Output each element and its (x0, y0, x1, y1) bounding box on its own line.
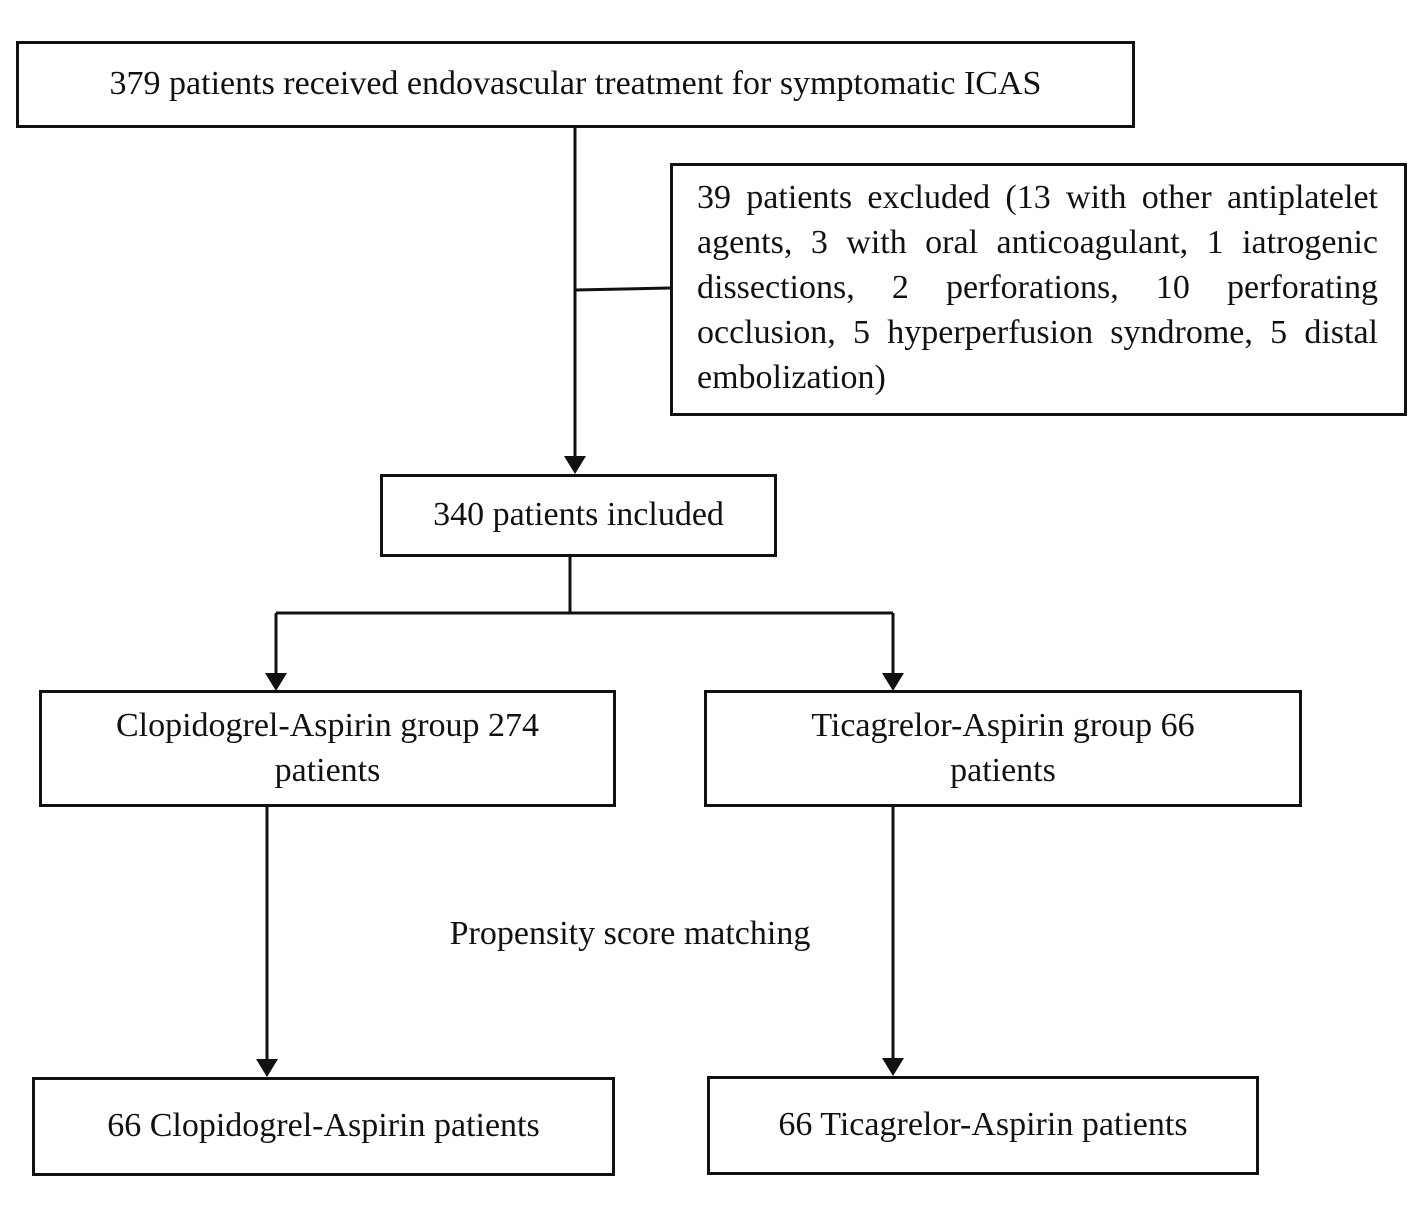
clopidogrel-group-box: Clopidogrel-Aspirin group 274 patients (39, 690, 616, 807)
clopidogrel-matched-text: 66 Clopidogrel-Aspirin patients (107, 1107, 540, 1145)
excluded-box: 39 patients excluded (13 with other anti… (670, 163, 1407, 416)
arrowhead-ticagrelor-matched (882, 1058, 904, 1076)
ticagrelor-group-text: Ticagrelor-Aspirin group 66 patients (811, 707, 1195, 789)
arrowhead-clopidogrel (265, 673, 287, 691)
included-box: 340 patients included (380, 474, 777, 557)
enrolled-text: 379 patients received endovascular treat… (109, 65, 1042, 103)
enrolled-box: 379 patients received endovascular treat… (16, 41, 1135, 128)
excluded-text: 39 patients excluded (13 with other anti… (697, 179, 1378, 396)
clopidogrel-matched-box: 66 Clopidogrel-Aspirin patients (32, 1077, 615, 1176)
clopidogrel-group-text: Clopidogrel-Aspirin group 274 patients (115, 707, 540, 789)
connector-to-excluded (574, 286, 671, 292)
matching-label: Propensity score matching (449, 915, 811, 952)
ticagrelor-matched-text: 66 Ticagrelor-Aspirin patients (778, 1106, 1188, 1144)
arrowhead-included (564, 456, 586, 474)
included-text: 340 patients included (433, 496, 724, 534)
ticagrelor-matched-box: 66 Ticagrelor-Aspirin patients (707, 1076, 1259, 1175)
arrowhead-clopidogrel-matched (256, 1059, 278, 1077)
arrowhead-ticagrelor (882, 673, 904, 691)
ticagrelor-group-box: Ticagrelor-Aspirin group 66 patients (704, 690, 1302, 807)
